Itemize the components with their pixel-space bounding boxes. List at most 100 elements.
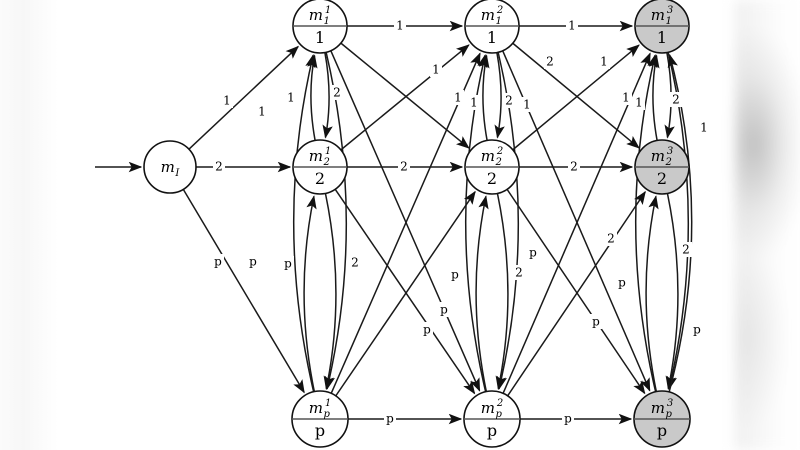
edge-weight-label: p [386, 412, 394, 426]
edge-arc [665, 193, 679, 390]
node-marking-label: 1 [315, 28, 325, 47]
edge-weight-label: 2 [215, 160, 223, 174]
edge-arc [634, 54, 658, 392]
edge-label-backdrop [698, 120, 710, 135]
edge-label-backdrop [212, 254, 224, 269]
edge-label-backdrop [590, 314, 602, 329]
edge-arc [323, 193, 337, 390]
edge-weight-label: 2 [333, 86, 341, 100]
edge-label-backdrop [247, 254, 259, 269]
node-circle [143, 140, 197, 194]
edge-arrow [334, 188, 476, 395]
node-name-label: mp2 [481, 398, 504, 420]
edge-label-backdrop [449, 267, 461, 282]
node-marking-label: p [657, 421, 667, 440]
edge-label-backdrop [421, 322, 433, 337]
edge-label-backdrop [256, 104, 268, 119]
node-name-label: m11 [309, 5, 331, 27]
edge-arc [307, 54, 318, 141]
edge-label-backdrop [620, 90, 632, 105]
edge-label-backdrop [513, 265, 525, 280]
edge-label-backdrop [544, 54, 556, 69]
node-name-label: m21 [309, 146, 331, 168]
edge-weight-label: p [592, 315, 600, 329]
edge-weight-label: p [451, 268, 459, 282]
node-marking-label: 2 [657, 169, 667, 188]
edge-weight-label: p [249, 255, 257, 269]
edge-label-backdrop [213, 159, 225, 174]
edge-label-backdrop [568, 159, 580, 174]
edge-arrow [188, 45, 300, 150]
edge-arrow [340, 44, 470, 151]
edge-weight-label: 1 [396, 19, 404, 33]
edge-weight-label: p [693, 323, 701, 337]
node-marking-label: p [315, 421, 325, 440]
state-node-m_I[interactable]: mI [143, 140, 197, 194]
edge-label-backdrop [349, 255, 361, 270]
edge-label-backdrop [438, 302, 450, 317]
edge-weight-label: p [564, 412, 572, 426]
edge-label-backdrop [605, 231, 617, 246]
node-name-label: m13 [651, 5, 673, 27]
edge-arc [475, 195, 489, 392]
edge-weight-label: 1 [600, 55, 608, 69]
node-marking-label: 2 [315, 169, 325, 188]
edge-label-backdrop [384, 411, 396, 426]
edge-label-backdrop [398, 159, 410, 174]
edge-weight-label: 2 [400, 160, 408, 174]
edge-weight-label: 2 [351, 256, 359, 270]
edge-weight-label: 1 [287, 91, 295, 105]
edge-weight-label: 2 [682, 243, 690, 257]
edge-label-backdrop [331, 85, 343, 100]
node-name-label: m22 [481, 146, 503, 168]
edge-layer [95, 20, 693, 425]
node-name-label: m23 [651, 146, 673, 168]
edge-weight-label: p [440, 303, 448, 317]
edge-arc [494, 52, 505, 139]
edge-arrow [182, 188, 305, 394]
edge-label-backdrop [282, 256, 294, 271]
edge-arc [495, 193, 509, 390]
edge-weight-label: 2 [515, 266, 523, 280]
edge-weight-label: 1 [568, 19, 576, 33]
edge-arc [322, 52, 333, 139]
edge-weight-label: p [214, 255, 222, 269]
edge-label-backdrop [521, 97, 533, 112]
edge-arrow [330, 50, 481, 392]
edge-weight-label: 1 [432, 63, 440, 77]
edge-label-backdrop [633, 95, 645, 110]
edge-arc [645, 195, 659, 392]
edge-label-backdrop [562, 411, 574, 426]
edge-weight-label: 2 [607, 232, 615, 246]
edge-label-backdrop [394, 18, 406, 33]
edge-arc [649, 54, 660, 141]
edge-weight-label: 1 [454, 91, 462, 105]
edge-label-backdrop [430, 62, 442, 77]
edge-label-backdrop [670, 92, 682, 107]
node-name-label: mp1 [309, 398, 332, 420]
edge-weight-label: 1 [223, 94, 231, 108]
edge-weight-label: 2 [546, 55, 554, 69]
edge-arc [292, 54, 316, 392]
edge-weight-label: 1 [258, 105, 266, 119]
edge-label-backdrop [527, 245, 539, 260]
edge-arrow [512, 44, 640, 151]
edge-weight-label: p [529, 246, 537, 260]
edge-label-backdrop [468, 95, 480, 110]
edge-weight-label: 2 [672, 93, 680, 107]
edge-arrow [335, 190, 476, 397]
edge-arrow [512, 42, 640, 149]
edge-arrow [340, 42, 470, 149]
